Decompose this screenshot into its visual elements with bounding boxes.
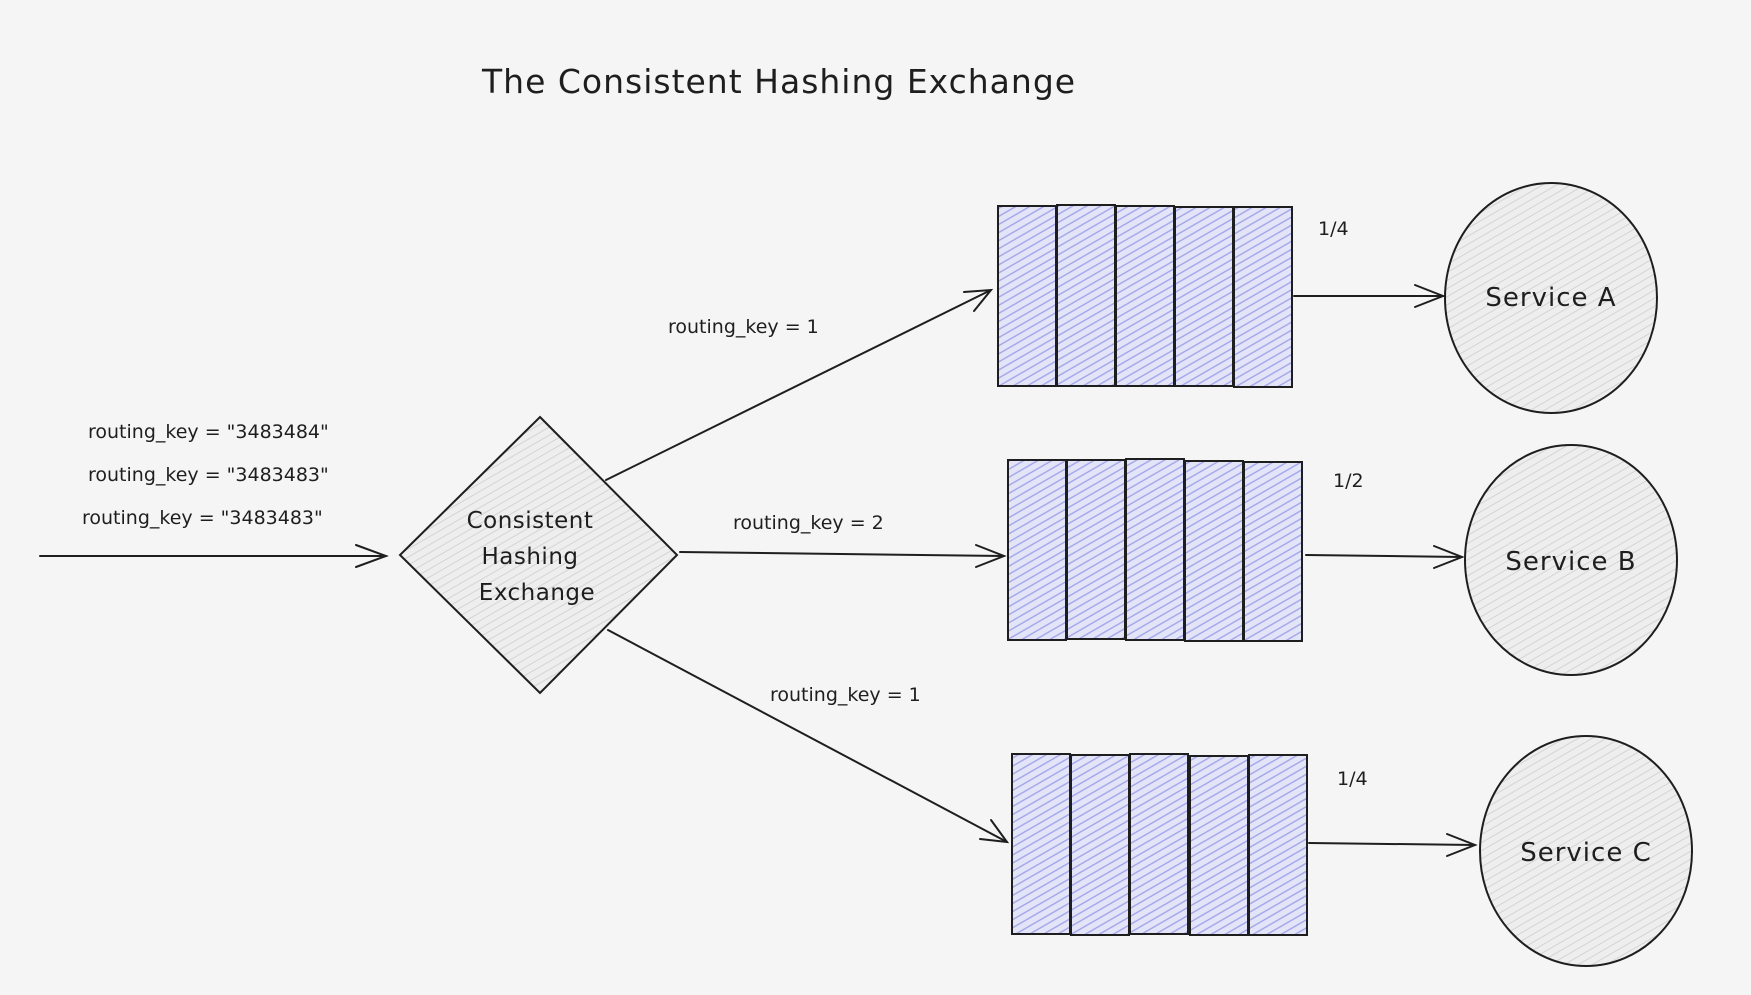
- ratio-label-c: 1/4: [1337, 768, 1368, 790]
- service-c-node: Service C: [1479, 735, 1693, 967]
- edge-to-queue-a: [605, 288, 994, 481]
- incoming-key-2: routing_key = "3483483": [88, 464, 329, 486]
- queue-b-cell: [1184, 460, 1244, 642]
- queue-a-cell: [1056, 204, 1116, 387]
- exchange-diamond: [398, 415, 679, 695]
- service-a-node: Service A: [1444, 182, 1658, 414]
- service-c-label: Service C: [1520, 838, 1652, 868]
- binding-label-c: routing_key = 1: [770, 684, 921, 706]
- arrow-to-service-b: [1305, 545, 1465, 569]
- queue-b-cell: [1243, 461, 1303, 642]
- queue-b-cell: [1125, 458, 1185, 641]
- edge-to-queue-b: [679, 544, 1007, 568]
- exchange-label-line-2: Hashing: [481, 544, 578, 570]
- service-a-label: Service A: [1485, 283, 1616, 313]
- queue-c: [1011, 753, 1308, 936]
- incoming-key-3: routing_key = "3483483": [82, 507, 323, 529]
- binding-label-a: routing_key = 1: [668, 316, 819, 338]
- queue-a-cell: [1233, 206, 1293, 388]
- queue-b: [1007, 458, 1303, 642]
- queue-a: [997, 204, 1293, 388]
- ratio-label-a: 1/4: [1318, 218, 1349, 240]
- service-a-circle: [1444, 182, 1658, 414]
- queue-b-cell: [1007, 459, 1067, 641]
- arrow-to-service-c: [1308, 833, 1478, 857]
- incoming-arrow: [39, 544, 389, 568]
- exchange-label-line-1: Consistent: [467, 508, 594, 534]
- service-b-label: Service B: [1505, 547, 1636, 577]
- arrow-to-service-a: [1293, 284, 1446, 308]
- edge-to-queue-c: [607, 629, 1010, 844]
- queue-c-cell: [1070, 754, 1130, 936]
- queue-c-cell: [1129, 753, 1189, 935]
- queue-c-cell: [1248, 754, 1308, 936]
- queue-c-cell: [1189, 755, 1249, 936]
- service-c-circle: [1479, 735, 1693, 967]
- queue-a-cell: [1115, 205, 1175, 387]
- diagram-title: The Consistent Hashing Exchange: [481, 62, 1076, 101]
- ratio-label-b: 1/2: [1333, 470, 1364, 492]
- queue-a-cell: [1174, 206, 1234, 387]
- service-b-node: Service B: [1464, 444, 1678, 676]
- queue-c-cell: [1011, 753, 1071, 935]
- exchange-label-line-3: Exchange: [479, 580, 595, 606]
- queue-a-cell: [997, 205, 1057, 387]
- service-b-circle: [1464, 444, 1678, 676]
- incoming-key-1: routing_key = "3483484": [88, 421, 329, 443]
- queue-b-cell: [1066, 459, 1126, 640]
- exchange-node: Consistent Hashing Exchange: [398, 415, 679, 695]
- binding-label-b: routing_key = 2: [733, 512, 884, 534]
